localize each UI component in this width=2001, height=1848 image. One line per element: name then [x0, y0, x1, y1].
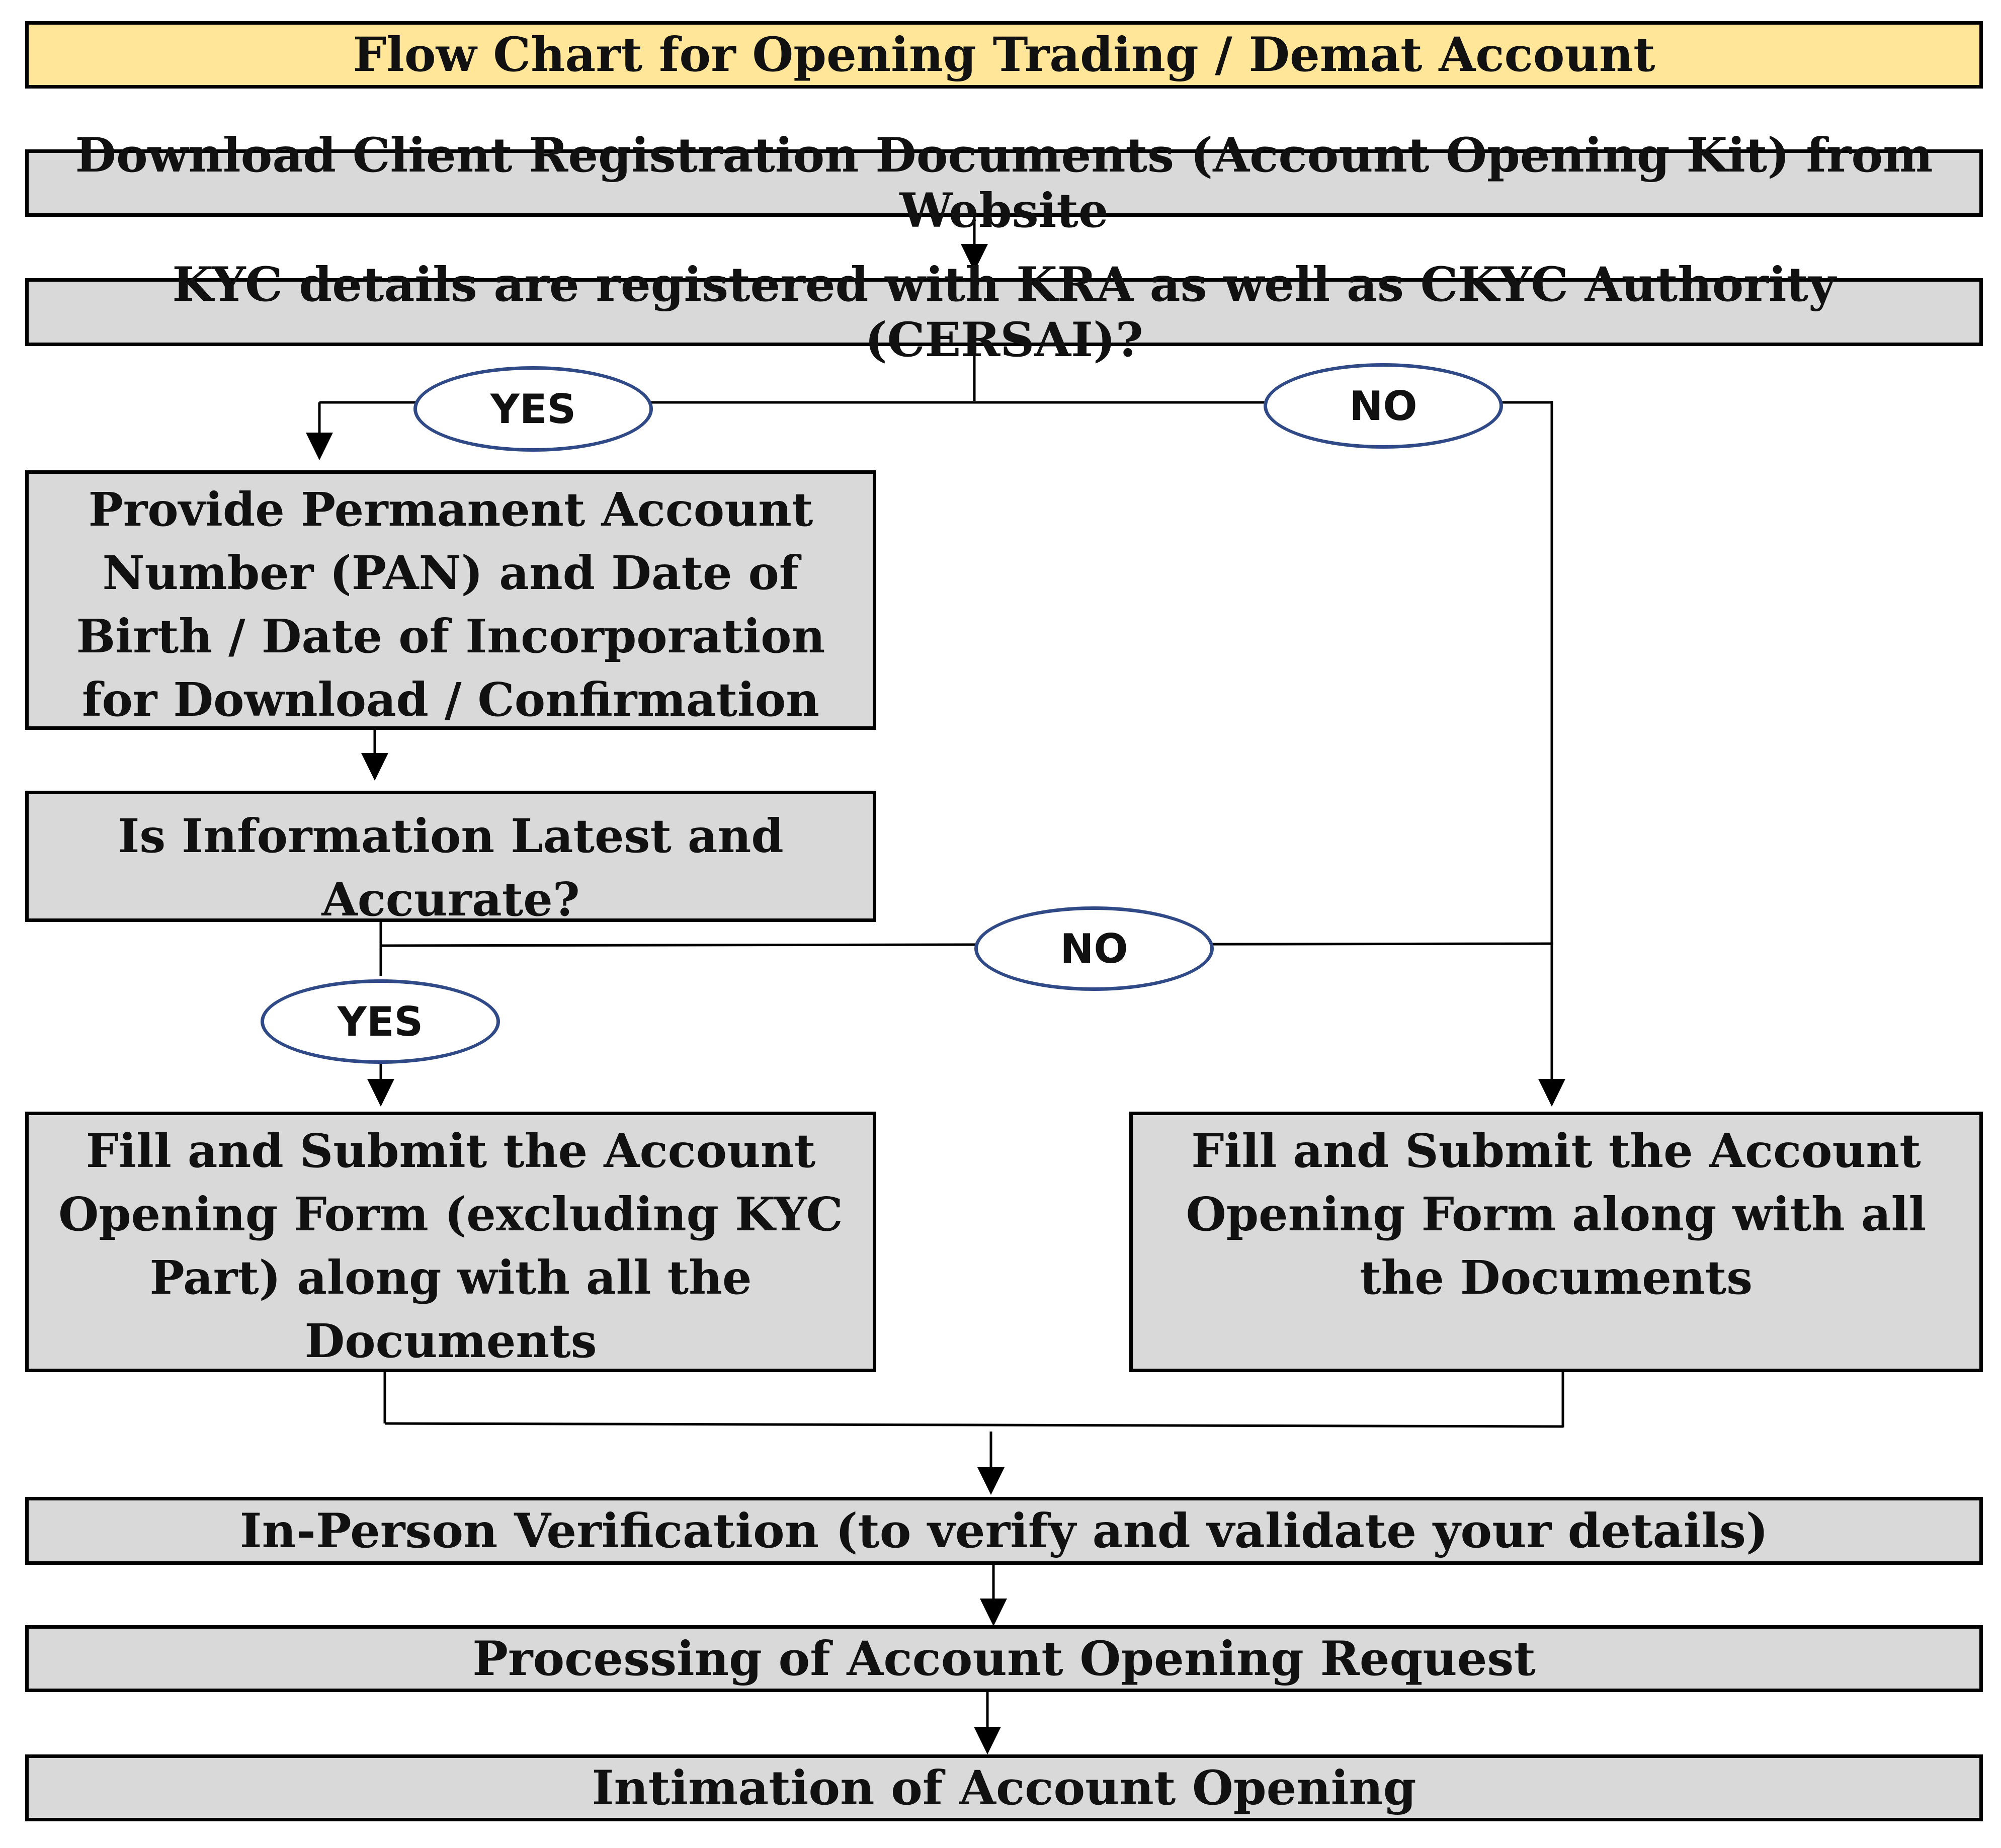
oval-info-yes: YES [261, 979, 500, 1064]
oval-kyc-yes: YES [413, 366, 653, 452]
decision-kyc-registered: KYC details are registered with KRA as w… [25, 257, 1983, 368]
step-provide-pan: Provide Permanent Account Number (PAN) a… [25, 470, 876, 730]
oval-info-no: NO [974, 906, 1214, 991]
step-fill-excluding-kyc: Fill and Submit the Account Opening Form… [25, 1112, 876, 1372]
line-info-no [380, 942, 1554, 947]
decision-info-accurate: Is Information Latest and Accurate? [25, 791, 876, 927]
step-intimation: Intimation of Account Opening [25, 1754, 1983, 1821]
line-join-horizontal [384, 1422, 1563, 1428]
step-in-person-verification: In-Person Verification (to verify and va… [25, 1497, 1983, 1565]
oval-kyc-no: NO [1264, 363, 1503, 449]
step-processing: Processing of Account Opening Request [25, 1625, 1983, 1692]
chart-title: Flow Chart for Opening Trading / Demat A… [25, 21, 1983, 89]
step-download-kit: Download Client Registration Documents (… [25, 128, 1983, 238]
step-fill-all: Fill and Submit the Account Opening Form… [1129, 1112, 1983, 1372]
